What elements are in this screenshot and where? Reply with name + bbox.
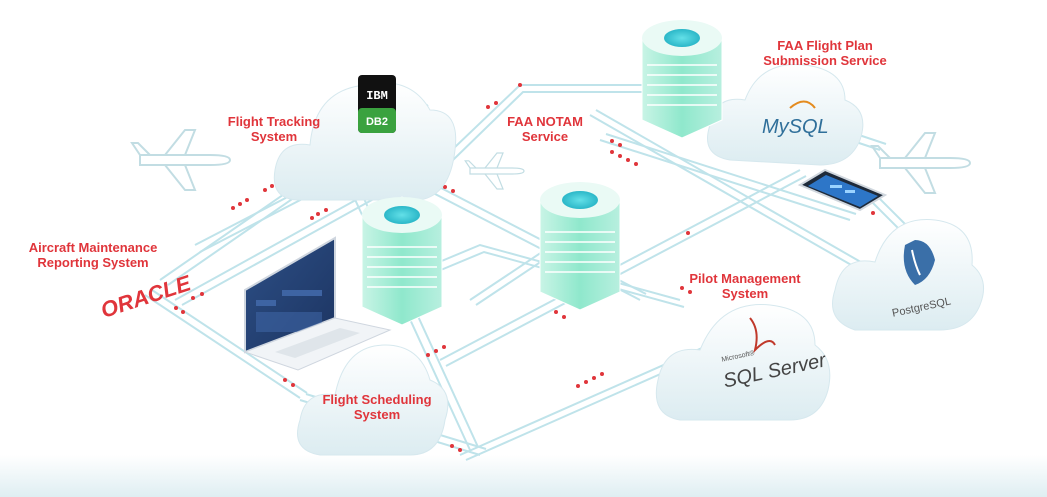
label-flight-scheduling: Flight Scheduling System [312,392,442,422]
oracle-text: ORACLE [98,270,195,323]
cloud-icon [297,344,449,456]
label-line: System [250,129,298,144]
label-line: Submission Service [763,53,887,68]
db2-text: DB2 [366,116,388,128]
label-line: Service [521,129,569,144]
airplane-icon [464,152,525,190]
label-pilot-management: Pilot Management System [680,271,810,301]
label-line: Flight Tracking [227,114,321,129]
label-aircraft-maintenance: Aircraft Maintenance Reporting System [18,240,168,270]
label-line: System [721,286,769,301]
label-line: System [353,407,401,422]
label-flight-tracking: Flight Tracking System [214,114,334,144]
ibm-text: IBM [366,89,388,103]
label-faa-flight-plan: FAA Flight Plan Submission Service [755,38,895,68]
airplane-icon [130,129,232,191]
server-icon [361,196,443,326]
phone-icon [797,168,888,212]
label-line: Aircraft Maintenance [28,240,158,255]
floor-band [0,455,1047,497]
label-line: Reporting System [37,255,149,270]
oracle-logo: ORACLE [98,270,195,323]
label-line: Flight Scheduling [322,392,432,407]
cloud-icon [707,63,864,166]
label-line: FAA Flight Plan [777,38,873,53]
laptop-icon [243,236,392,371]
mysql-logo: MySQL [762,100,829,138]
mysql-text: MySQL [762,116,829,138]
label-line: Pilot Management [689,271,801,286]
airplane-icon [870,132,972,194]
label-line: FAA NOTAM [507,114,583,129]
cloud-icon [655,304,831,421]
server-icon [539,181,621,311]
db2-logo: IBM DB2 [358,75,396,133]
server-icon [641,19,723,139]
label-faa-notam: FAA NOTAM Service [490,114,600,144]
